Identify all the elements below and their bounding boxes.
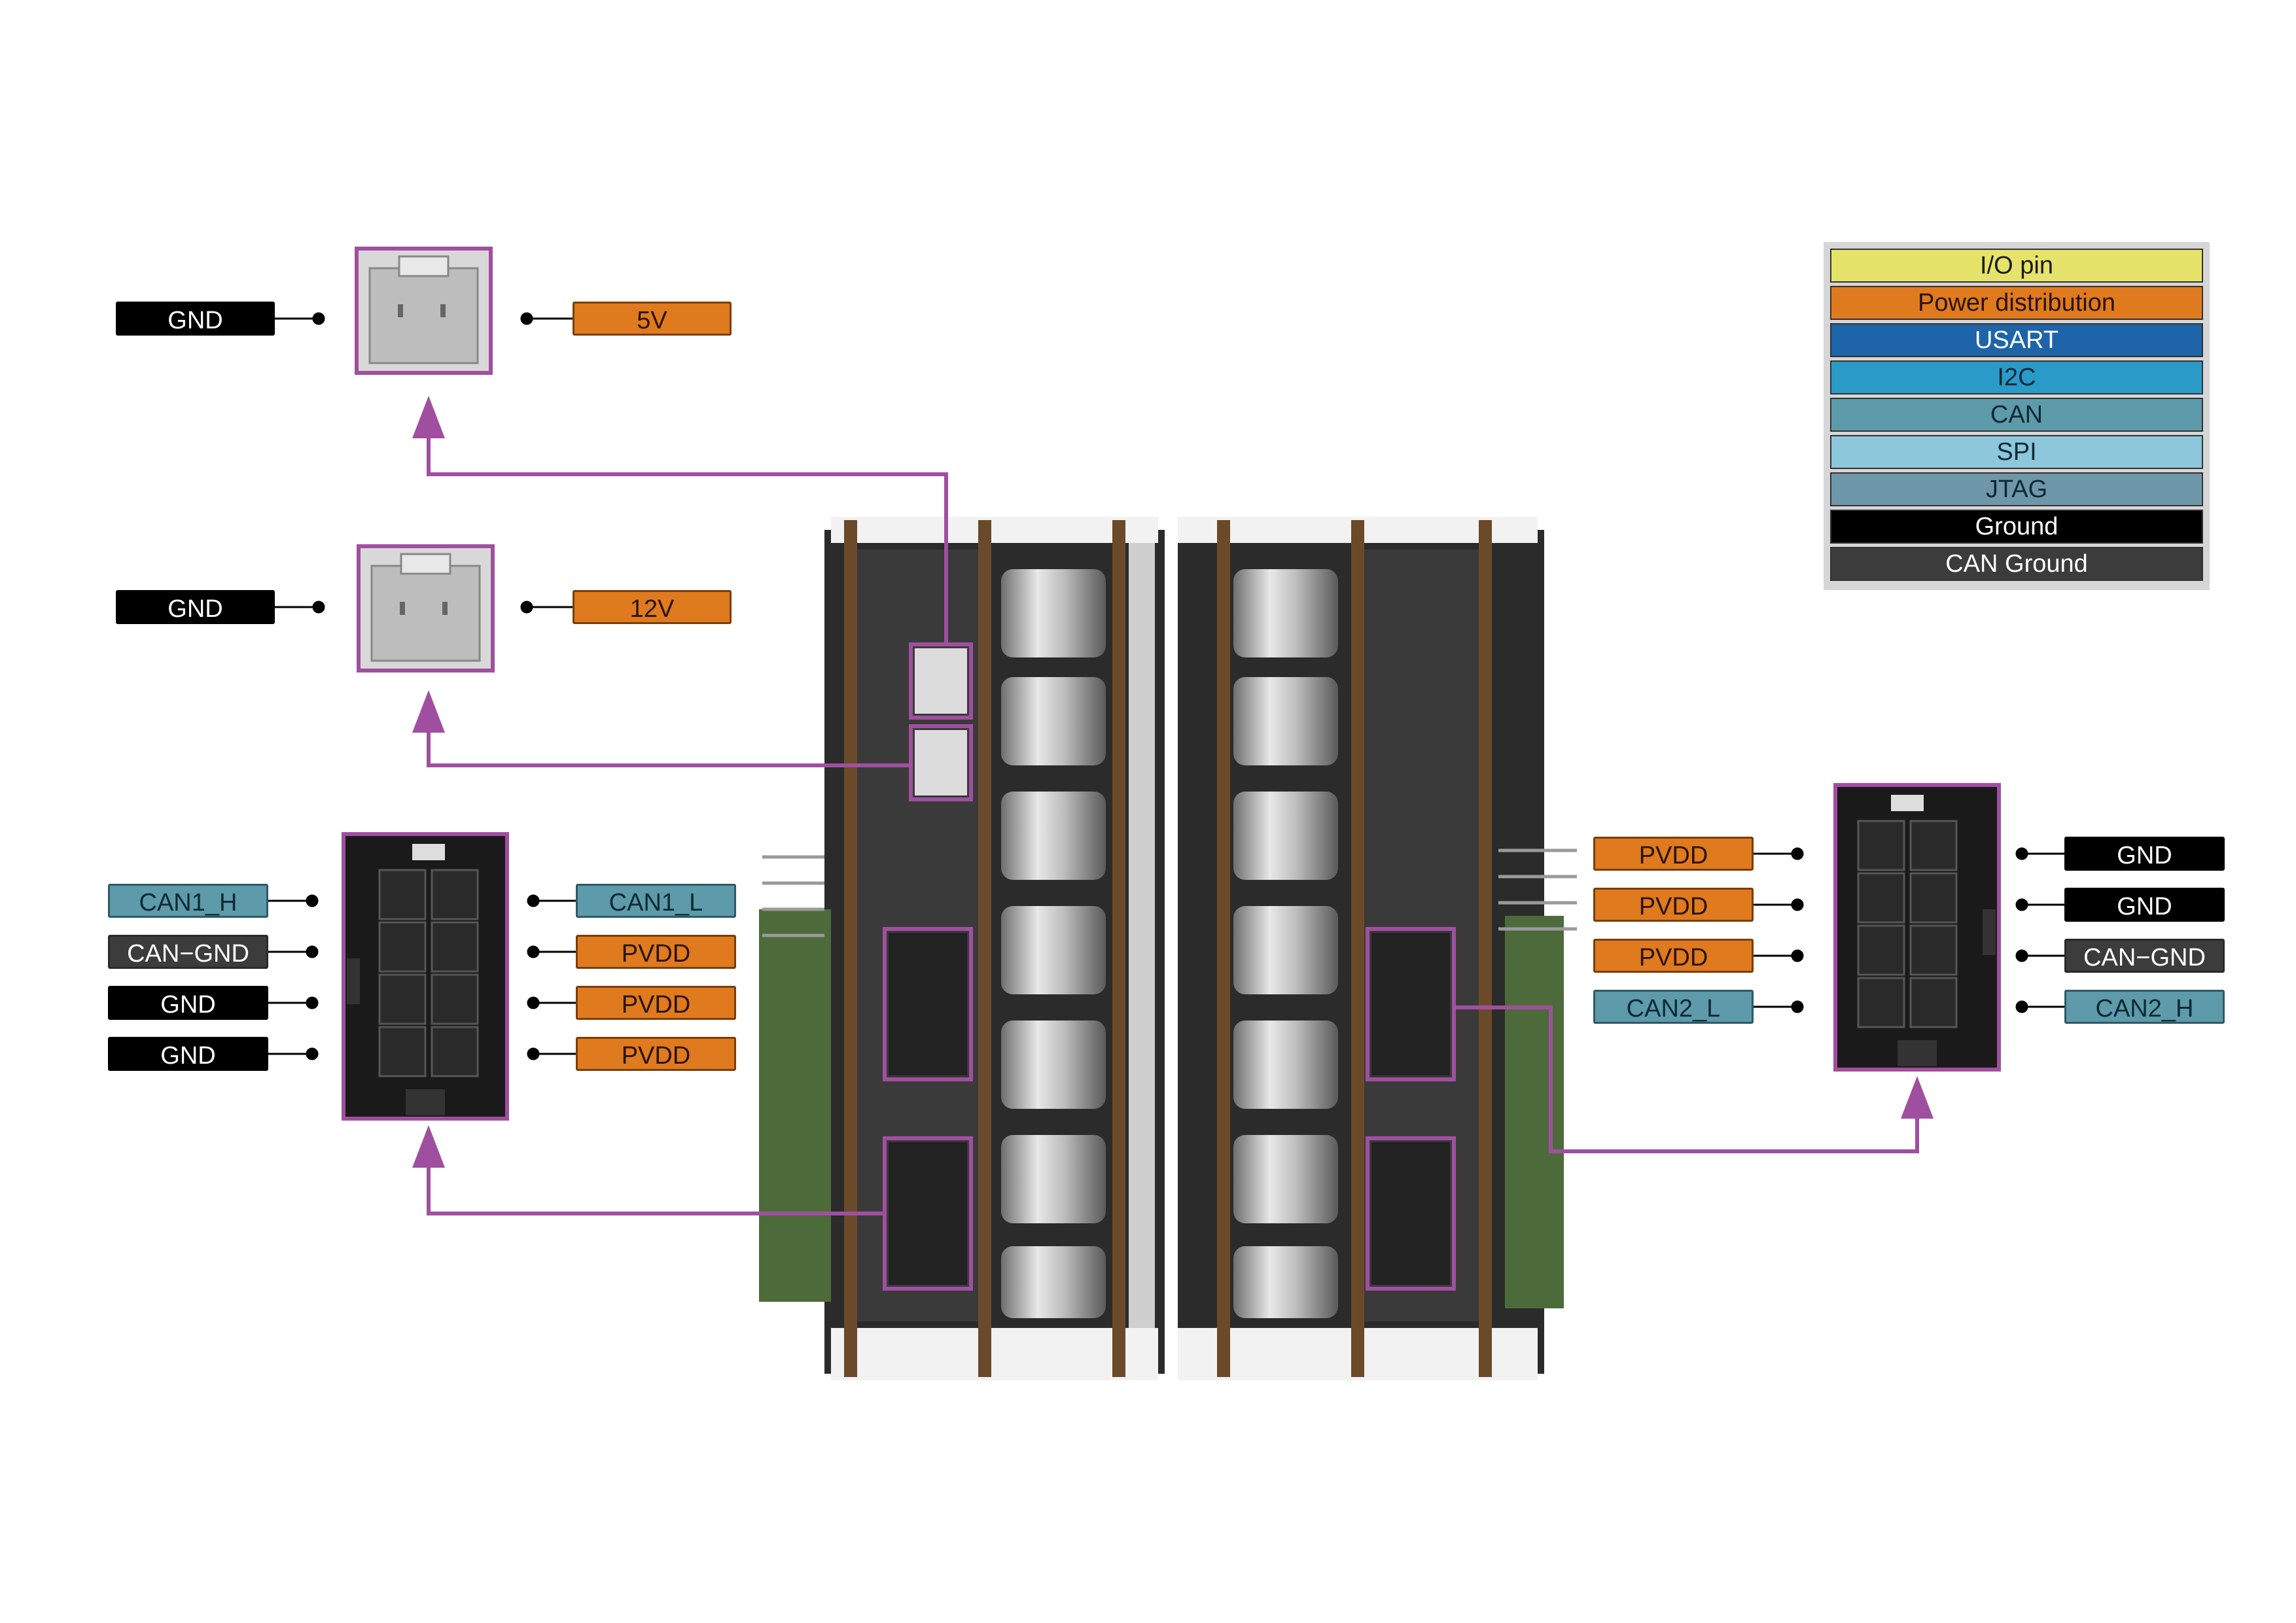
connector-can1-enlarged	[342, 832, 509, 1121]
pin-label-can2-cangnd: CAN−GND	[2064, 939, 2225, 973]
onboard-12v-connector	[909, 724, 973, 801]
pin-label-can2-gnd-1: GND	[2064, 837, 2225, 871]
pin-label-5v-power: 5V	[573, 302, 732, 336]
onboard-can2-connector-top	[1366, 927, 1456, 1081]
pin-label-can2-pvdd-3: PVDD	[1593, 939, 1754, 973]
leader-lines	[427, 432, 1919, 1215]
pin-label-can2-l: CAN2_L	[1593, 990, 1754, 1024]
onboard-can1-connector-top	[883, 927, 973, 1081]
legend-item-can-ground: CAN Ground	[1830, 547, 2203, 581]
pin-label-can2-gnd-2: GND	[2064, 888, 2225, 922]
pin-label-can1-pvdd-3: PVDD	[576, 1037, 736, 1071]
onboard-5v-connector	[909, 642, 973, 720]
pin-leader-dots	[268, 312, 2064, 1060]
right-board-stack	[1178, 517, 1577, 1380]
pin-label-can1-gnd-1: GND	[108, 986, 268, 1020]
connector-12v-enlarged	[357, 544, 495, 672]
pin-label-5v-gnd: GND	[116, 302, 275, 336]
pin-label-can2-pvdd-1: PVDD	[1593, 837, 1754, 871]
pin-label-can1-cangnd: CAN−GND	[108, 935, 268, 969]
connector-5v-enlarged	[355, 247, 493, 375]
connector-can2-enlarged	[1833, 783, 2001, 1072]
pin-label-can2-h: CAN2_H	[2064, 990, 2225, 1024]
legend-item-i2c: I2C	[1830, 360, 2203, 394]
pin-label-can1-gnd-2: GND	[108, 1037, 268, 1071]
legend-item-spi: SPI	[1830, 435, 2203, 469]
pin-label-can1-pvdd-2: PVDD	[576, 986, 736, 1020]
pin-label-12v-power: 12V	[573, 590, 732, 624]
board-connector-bodies	[889, 648, 1450, 1285]
legend-item-ground: Ground	[1830, 510, 2203, 544]
legend-item-jtag: JTAG	[1830, 472, 2203, 506]
pin-label-can1-h: CAN1_H	[108, 884, 268, 918]
pin-label-can2-pvdd-2: PVDD	[1593, 888, 1754, 922]
pin-label-12v-gnd: GND	[116, 590, 275, 624]
board-connector-highlights	[883, 642, 1456, 1291]
onboard-can2-connector-bottom	[1366, 1136, 1456, 1291]
legend-item-can: CAN	[1830, 398, 2203, 432]
pin-label-can1-l: CAN1_L	[576, 884, 736, 918]
legend-item-power-distribution: Power distribution	[1830, 286, 2203, 320]
pin-label-can1-pvdd-1: PVDD	[576, 935, 736, 969]
legend-item-i-o-pin: I/O pin	[1830, 249, 2203, 283]
leader-arrowheads	[412, 396, 1934, 1168]
legend-item-usart: USART	[1830, 323, 2203, 357]
